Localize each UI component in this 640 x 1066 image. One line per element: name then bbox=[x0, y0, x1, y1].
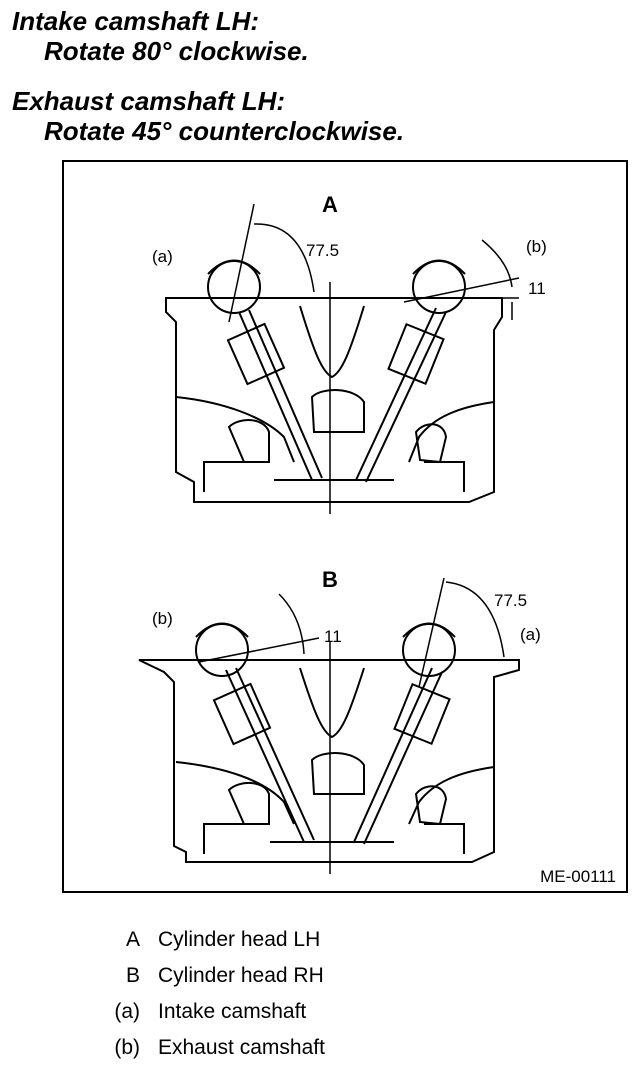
figure-code: ME-00111 bbox=[540, 867, 616, 886]
panel-a-intake-valve bbox=[238, 309, 332, 481]
instruction-intake: Intake camshaft LH: Rotate 80° clockwise… bbox=[12, 6, 309, 66]
legend-key: (b) bbox=[114, 1036, 140, 1059]
panel-a-intake-angle: 77.5 bbox=[306, 241, 339, 260]
legend-text: Exhaust camshaft bbox=[158, 1036, 325, 1059]
panel-b-head-outline bbox=[138, 659, 520, 863]
instruction-intake-title: Intake camshaft LH: bbox=[12, 6, 260, 36]
panel-b-intake-cam bbox=[402, 623, 456, 677]
panel-b-intake-tag: (a) bbox=[520, 625, 541, 644]
instruction-exhaust-action: Rotate 45° counterclockwise. bbox=[44, 116, 405, 146]
panel-a-exhaust-cam bbox=[412, 260, 466, 314]
legend-key: (a) bbox=[114, 1000, 140, 1023]
panel-a-exhaust-angle: 11 bbox=[528, 279, 546, 298]
legend-text: Cylinder head LH bbox=[158, 928, 321, 951]
legend-item: A Cylinder head LH bbox=[100, 922, 325, 958]
panel-b-intake-valve bbox=[332, 667, 443, 845]
panel-a-exhaust-tag: (b) bbox=[526, 237, 547, 256]
panel-b: B (b) 11 77.5 (a) bbox=[138, 567, 541, 874]
panel-b-exhaust-cam bbox=[195, 623, 249, 677]
cylinder-head-diagram: A (a) 77.5 (b) 11 bbox=[62, 160, 628, 893]
legend-item: B Cylinder head RH bbox=[100, 958, 325, 994]
legend: A Cylinder head LH B Cylinder head RH (a… bbox=[100, 922, 325, 1066]
instruction-exhaust-title: Exhaust camshaft LH: bbox=[12, 86, 286, 116]
legend-text: Intake camshaft bbox=[158, 1000, 307, 1023]
panel-a-exhaust-valve bbox=[332, 307, 447, 483]
panel-b-exhaust-valve bbox=[225, 667, 332, 843]
panel-a-intake-cam bbox=[207, 260, 261, 314]
panel-a-head-outline bbox=[165, 297, 503, 503]
legend-item: (a) Intake camshaft bbox=[100, 994, 325, 1030]
legend-key: B bbox=[125, 964, 140, 987]
legend-item: (b) Exhaust camshaft bbox=[100, 1030, 325, 1066]
legend-text: Cylinder head RH bbox=[158, 964, 324, 987]
instruction-exhaust: Exhaust camshaft LH: Rotate 45° counterc… bbox=[12, 86, 404, 146]
panel-a: A (a) 77.5 (b) 11 bbox=[152, 192, 547, 514]
panel-b-exhaust-angle: 11 bbox=[324, 627, 342, 646]
instruction-intake-action: Rotate 80° clockwise. bbox=[44, 36, 309, 66]
panel-b-label: B bbox=[322, 567, 338, 592]
panel-a-label: A bbox=[322, 192, 338, 217]
panel-b-intake-angle: 77.5 bbox=[494, 591, 527, 610]
panel-b-exhaust-tag: (b) bbox=[152, 609, 173, 628]
panel-a-intake-tag: (a) bbox=[152, 247, 173, 266]
legend-key: A bbox=[125, 928, 140, 951]
